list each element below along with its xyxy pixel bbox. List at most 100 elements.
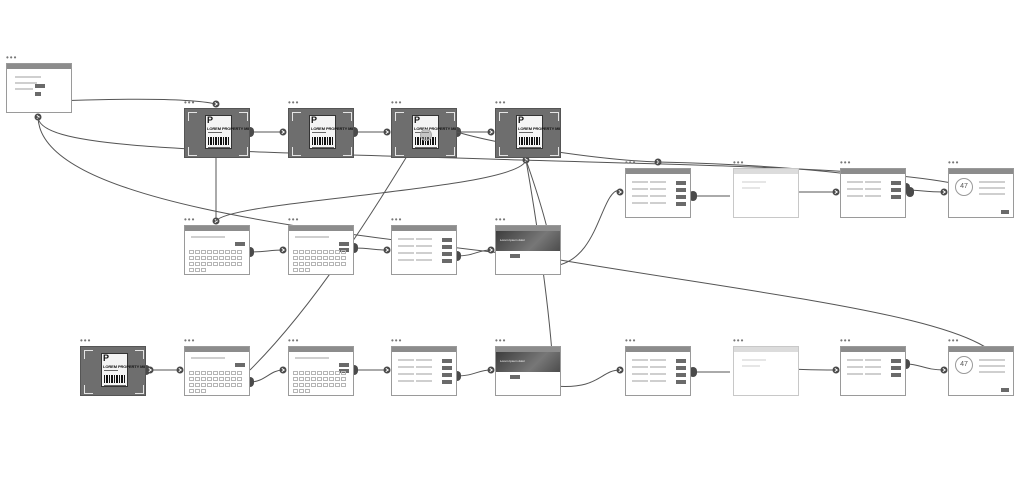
frame-menu-dots[interactable]: ••• — [184, 98, 196, 107]
flow-port-arrow — [618, 189, 623, 195]
port-scan3-in[interactable] — [383, 128, 391, 136]
port-r1a-in[interactable] — [616, 188, 624, 196]
frame-menu-dots[interactable]: ••• — [495, 215, 507, 224]
port-b0-side[interactable] — [146, 366, 154, 374]
screen-frame-r1c[interactable] — [840, 168, 906, 218]
port-m4-in[interactable] — [487, 246, 495, 254]
frame-menu-dots[interactable]: ••• — [733, 158, 745, 167]
screen-frame-r1a[interactable] — [625, 168, 691, 218]
frame-menu-dots[interactable]: ••• — [391, 98, 403, 107]
frame-menu-dots[interactable]: ••• — [948, 158, 960, 167]
port-scan1-top[interactable] — [212, 100, 220, 108]
keyboard-key — [201, 268, 206, 272]
keyboard-key — [293, 377, 298, 381]
title-bar — [185, 226, 249, 231]
screen-frame-b7[interactable] — [840, 346, 906, 396]
frame-menu-dots[interactable]: ••• — [391, 336, 403, 345]
frame-menu-dots[interactable]: ••• — [288, 98, 300, 107]
frame-menu-dots[interactable]: ••• — [733, 336, 745, 345]
label-headline: LOREM PROPERTY MINI — [414, 126, 457, 131]
frame-menu-dots[interactable]: ••• — [288, 215, 300, 224]
handle-b5-out[interactable] — [689, 367, 697, 377]
screen-frame-m2[interactable] — [288, 225, 354, 275]
port-scan2-in[interactable] — [279, 128, 287, 136]
screen-frame-m3[interactable] — [391, 225, 457, 275]
frame-menu-dots[interactable]: ••• — [495, 336, 507, 345]
keyboard-key — [317, 250, 322, 254]
screen-frame-b4[interactable]: Lorem Ipsum dolor — [495, 346, 561, 396]
screen-frame-b8[interactable]: 47 — [948, 346, 1014, 396]
screen-frame-m4[interactable]: Lorem Ipsum dolor — [495, 225, 561, 275]
port-r1c-in[interactable] — [832, 188, 840, 196]
port-b5-in[interactable] — [616, 366, 624, 374]
keyboard-key — [207, 256, 212, 260]
flow-connector — [553, 369, 621, 388]
keyboard-key — [305, 389, 310, 393]
keyboard-key — [189, 371, 194, 375]
port-b2-in[interactable] — [279, 366, 287, 374]
keyboard-key — [201, 377, 206, 381]
frame-menu-dots[interactable]: ••• — [625, 158, 637, 167]
port-b3-in[interactable] — [383, 366, 391, 374]
hero-photo — [496, 352, 560, 372]
port-r1d-in[interactable] — [940, 188, 948, 196]
port-scan4-in[interactable] — [487, 128, 495, 136]
port-m3-in[interactable] — [383, 246, 391, 254]
screen-frame-r1d[interactable]: 47 — [948, 168, 1014, 218]
frame-detail — [979, 365, 1005, 367]
frame-menu-dots[interactable]: ••• — [840, 336, 852, 345]
row-action-button — [676, 380, 686, 384]
flow-connector — [905, 363, 945, 371]
screen-frame-r1b[interactable] — [733, 168, 799, 218]
keyboard-key — [189, 389, 194, 393]
keyboard-key — [299, 262, 304, 266]
frame-detail — [398, 245, 414, 247]
frame-menu-dots[interactable]: ••• — [184, 336, 196, 345]
keyboard-key — [195, 268, 200, 272]
frame-menu-dots[interactable]: ••• — [391, 215, 403, 224]
frame-detail — [104, 385, 126, 386]
frame-detail — [519, 147, 541, 148]
screen-frame-b2[interactable] — [288, 346, 354, 396]
keyboard-key — [219, 250, 224, 254]
handle-r1c-out2[interactable] — [906, 187, 914, 197]
frame-menu-dots[interactable]: ••• — [840, 158, 852, 167]
port-b4-in[interactable] — [487, 366, 495, 374]
port-b1-in[interactable] — [176, 366, 184, 374]
screen-frame-m1[interactable] — [184, 225, 250, 275]
screen-frame-b6[interactable] — [733, 346, 799, 396]
title-bar — [289, 347, 353, 352]
frame-menu-dots[interactable]: ••• — [948, 336, 960, 345]
frame-detail — [650, 181, 666, 183]
keyboard-key — [207, 377, 212, 381]
keyboard-key — [207, 262, 212, 266]
port-m2-in[interactable] — [279, 246, 287, 254]
frame-detail — [742, 181, 766, 183]
port-b8-in[interactable] — [940, 366, 948, 374]
frame-menu-dots[interactable]: ••• — [625, 336, 637, 345]
keyboard-action-button — [339, 363, 349, 367]
frame-menu-dots[interactable]: ••• — [288, 336, 300, 345]
port-b7-in[interactable] — [832, 366, 840, 374]
screen-frame-start[interactable] — [6, 63, 72, 113]
frame-menu-dots[interactable]: ••• — [184, 215, 196, 224]
frame-menu-dots[interactable]: ••• — [495, 98, 507, 107]
handle-r1a-out[interactable] — [689, 191, 697, 201]
screen-frame-b5[interactable] — [625, 346, 691, 396]
frame-menu-dots[interactable]: ••• — [6, 53, 18, 62]
title-bar — [734, 169, 798, 174]
photo-caption: Lorem Ipsum dolor — [500, 359, 526, 363]
screen-frame-b1[interactable] — [184, 346, 250, 396]
viewfinder-corner — [550, 112, 559, 121]
screen-frame-b3[interactable] — [391, 346, 457, 396]
frame-detail — [191, 236, 225, 238]
flow-connector — [553, 189, 621, 267]
title-bar — [289, 226, 353, 231]
frame-menu-dots[interactable]: ••• — [80, 336, 92, 345]
